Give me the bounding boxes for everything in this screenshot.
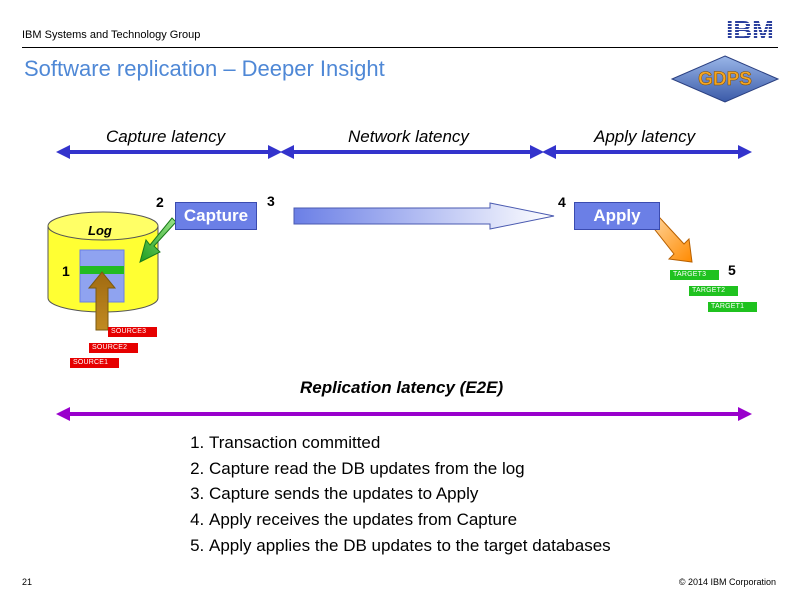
- step-item: Capture read the DB updates from the log: [209, 456, 611, 482]
- ibm-logo-text: IBM: [726, 18, 774, 42]
- step-number-4: 4: [558, 194, 566, 210]
- capture-read-arrow: [139, 217, 177, 263]
- target-tag: TARGET1: [708, 302, 757, 312]
- page-title: Software replication – Deeper Insight: [24, 56, 385, 81]
- capture-latency-label: Capture latency: [106, 127, 226, 146]
- target-tag: TARGET3: [670, 270, 719, 280]
- source-tag: SOURCE1: [70, 358, 119, 368]
- log-label: Log: [88, 223, 112, 238]
- apply-write-arrow: [651, 217, 693, 263]
- apply-latency-label: Apply latency: [594, 127, 696, 146]
- step-item: Capture sends the updates to Apply: [209, 481, 611, 507]
- source-tag: SOURCE2: [89, 343, 138, 353]
- group-label: IBM Systems and Technology Group: [22, 29, 201, 41]
- network-latency-label: Network latency: [348, 127, 469, 146]
- capture-latency-arrow: [56, 145, 282, 159]
- apply-box: Apply: [574, 202, 660, 230]
- ibm-logo: IBM: [726, 18, 774, 42]
- page-number: 21: [22, 577, 33, 587]
- step-item: Apply applies the DB updates to the targ…: [209, 533, 611, 559]
- apply-latency-arrow: [542, 145, 752, 159]
- e2e-latency-label: Replication latency (E2E): [300, 378, 504, 397]
- network-latency-arrow: [280, 145, 544, 159]
- gdps-logo: GDPS: [670, 55, 780, 103]
- network-transfer-arrow: [293, 202, 555, 230]
- step-number-3: 3: [267, 193, 275, 209]
- header-divider: [22, 47, 778, 48]
- copyright: © 2014 IBM Corporation: [678, 577, 776, 587]
- step-item: Apply receives the updates from Capture: [209, 507, 611, 533]
- source-tag: SOURCE3: [108, 327, 157, 337]
- e2e-latency-arrow: [56, 407, 752, 421]
- source-to-log-arrow: [87, 271, 117, 331]
- step-number-5: 5: [728, 262, 736, 278]
- gdps-logo-text: GDPS: [698, 69, 752, 90]
- target-tag: TARGET2: [689, 286, 738, 296]
- step-number-2: 2: [156, 194, 164, 210]
- step-number-1: 1: [62, 263, 70, 279]
- capture-box: Capture: [175, 202, 257, 230]
- step-item: Transaction committed: [209, 430, 611, 456]
- steps-list: Transaction committed Capture read the D…: [188, 430, 611, 559]
